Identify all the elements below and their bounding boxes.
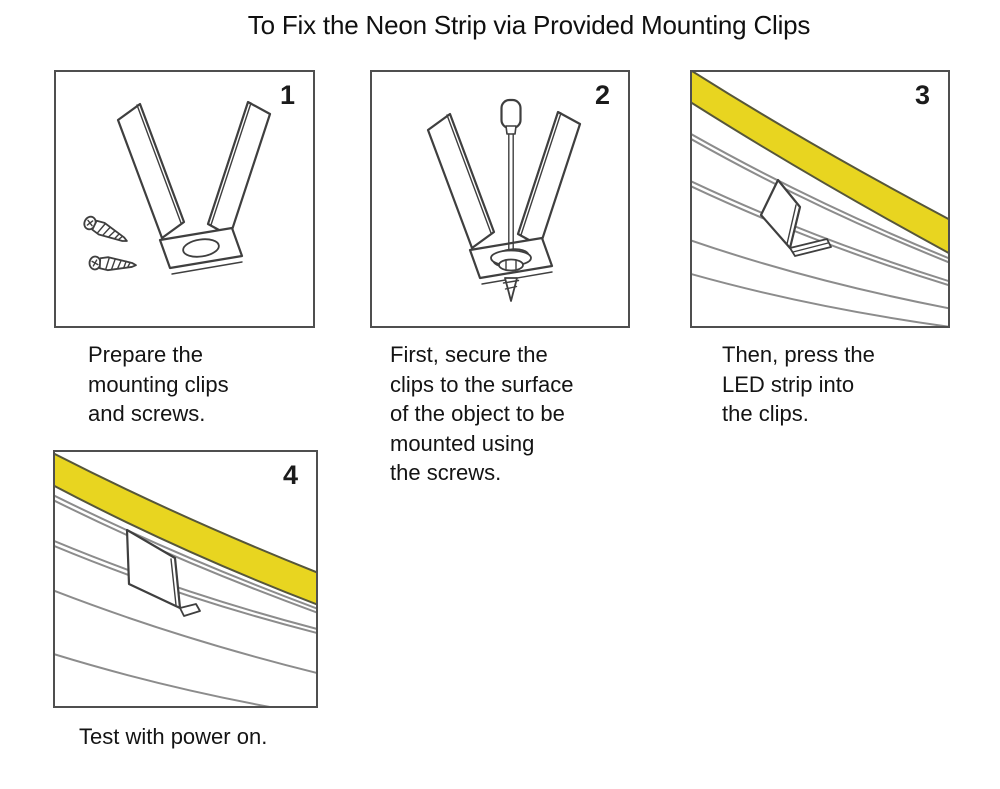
screwdriver-clip-illustration <box>426 98 582 302</box>
step-number: 1 <box>279 80 295 110</box>
mounted-strip-illustration <box>55 452 316 706</box>
mounting-clip-illustration <box>81 100 272 276</box>
step-2-panel: 2 <box>370 70 630 328</box>
neon-strip-icon <box>692 72 948 326</box>
screw-icon <box>81 213 131 248</box>
screw-tip-icon <box>502 277 520 302</box>
step-4-panel: 4 <box>53 450 318 708</box>
mounting-clip-pressed-icon <box>125 528 201 617</box>
step-3-caption: Then, press the LED strip into the clips… <box>722 342 875 426</box>
mounting-clip-side-icon <box>759 178 832 257</box>
step-3-panel: 3 <box>690 70 950 328</box>
screwdriver-icon <box>500 98 522 253</box>
step-number: 3 <box>914 80 930 110</box>
step-1-panel: 1 <box>54 70 315 328</box>
step-1-caption: Prepare the mounting clips and screws. <box>88 342 229 426</box>
step-number: 4 <box>282 460 298 490</box>
page-title: To Fix the Neon Strip via Provided Mount… <box>247 10 811 40</box>
neon-strip-icon <box>55 452 316 706</box>
step-number: 2 <box>594 80 610 110</box>
led-strip-illustration <box>692 72 948 326</box>
step-4-caption: Test with power on. <box>79 724 268 749</box>
mounting-clip-icon <box>116 100 272 276</box>
screw-icon <box>88 255 138 273</box>
screw-head-icon <box>490 249 532 272</box>
step-2-caption: First, secure the clips to the surface o… <box>390 342 574 485</box>
